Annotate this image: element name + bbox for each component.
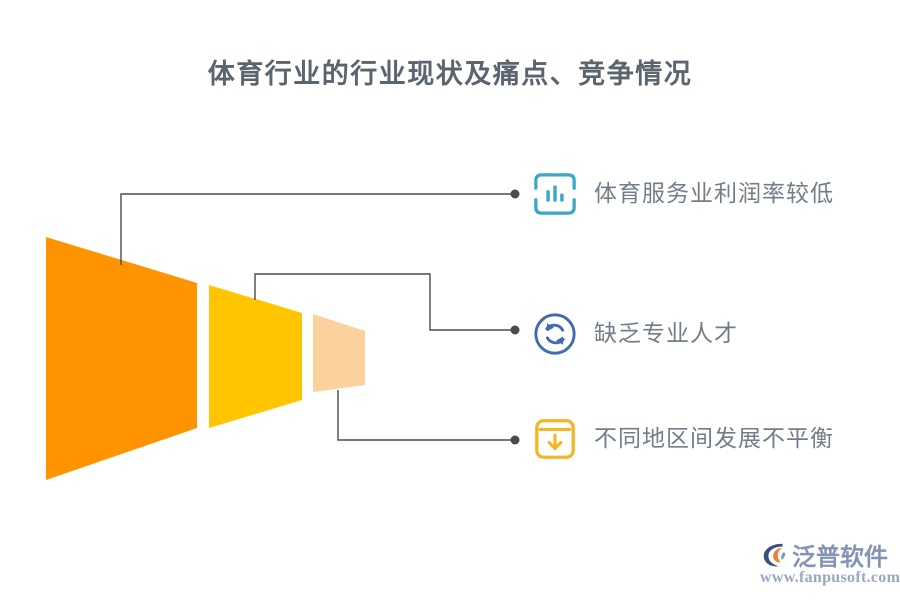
watermark: 泛普软件 www.fanpusoft.com (758, 536, 900, 588)
funnel-callout-item-2[interactable]: 缺乏专业人才 (532, 308, 738, 360)
page-title: 体育行业的行业现状及痛点、竞争情况 (207, 59, 693, 89)
bar-chart-scan-icon (534, 173, 576, 215)
funnel-stage-small[interactable] (313, 314, 365, 392)
connector-dot-1 (510, 189, 520, 199)
connector-dot-2 (510, 325, 520, 335)
funnel-callout-item-3[interactable]: 不同地区间发展不平衡 (532, 413, 834, 465)
connector-line-2 (254, 273, 515, 331)
funnel-callout-label-2: 缺乏专业人才 (594, 321, 738, 346)
fanpu-logo-icon (763, 543, 786, 567)
connector-dot-3 (510, 435, 520, 445)
watermark-url: www.fanpusoft.com (760, 569, 900, 586)
box-download-icon (535, 419, 575, 459)
funnel-callout-label-3: 不同地区间发展不平衡 (594, 426, 834, 451)
watermark-brand: 泛普软件 (792, 545, 888, 571)
funnel-callout-label-1: 体育服务业利润率较低 (594, 181, 834, 206)
funnel-stage-medium[interactable] (209, 285, 302, 428)
funnel-callout-item-1[interactable]: 体育服务业利润率较低 (532, 168, 834, 220)
funnel-stage-large[interactable] (46, 237, 197, 480)
refresh-circle-icon (534, 313, 576, 355)
connector-line-3 (337, 390, 515, 441)
connector-line-1 (120, 193, 515, 265)
